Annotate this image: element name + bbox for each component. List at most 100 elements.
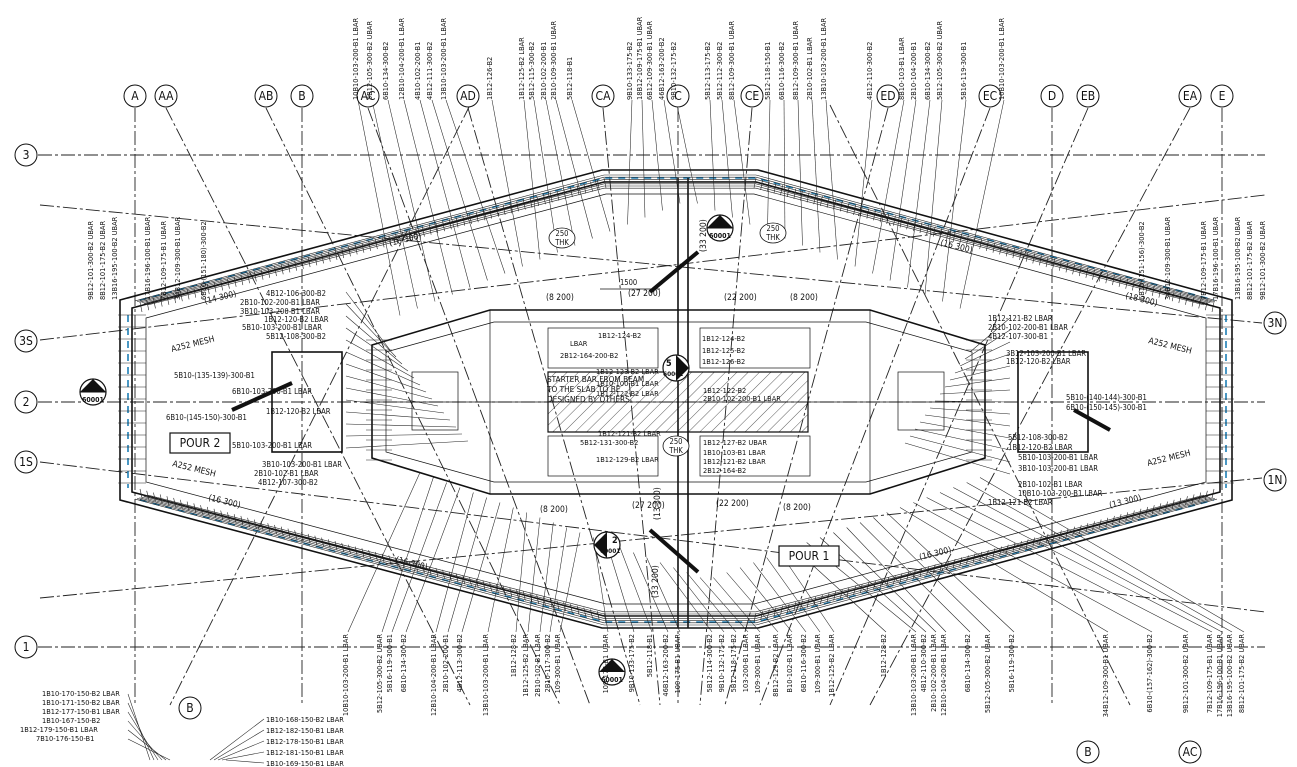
mesh-label-nw: A252 MESH — [170, 334, 215, 354]
left-core-callout: 5B10-(135-139)-300-B1 — [174, 371, 255, 380]
top-callout: 12B10-104-200-B1 LBAR — [397, 17, 406, 100]
grid-bubble-bottom-AC: AC — [1178, 740, 1202, 764]
grid-bubble-CA: CA — [591, 84, 615, 108]
svg-text:3S: 3S — [19, 334, 33, 348]
bottom-callout: 8B12-101-175-B2 UBAR — [1237, 634, 1246, 713]
svg-text:1S: 1S — [19, 455, 33, 469]
center-note-line2: TO THE SLAB TO BE — [546, 384, 621, 394]
grid-bubble-3N: 3N — [1263, 311, 1287, 335]
svg-text:(33 200): (33 200) — [699, 219, 709, 252]
center-note-line1: STARTER BAR FROM BEAM — [547, 374, 644, 384]
mesh-label-se: A252 MESH — [1146, 448, 1191, 468]
right-core-callout: 5B12-108-300-B2 — [1008, 433, 1068, 442]
svg-text:(13 300): (13 300) — [1108, 493, 1142, 511]
right-core-callout: 2B10-102-B1 LBAR — [1018, 480, 1083, 489]
grid-bubble-1N: 1N — [1263, 468, 1287, 492]
top-callout: 8B12-109-300-B1 UBAR — [727, 21, 736, 100]
bottom-callout: 12B10-104-200-B1 LBAR — [429, 634, 438, 717]
svg-text:(16 300): (16 300) — [207, 493, 241, 511]
right-core-callout: 4B12-107-300-B1 — [988, 332, 1048, 341]
center-callout: 1B12-121-B2 LBAR — [598, 429, 661, 438]
top-callout: 13B10-103-200-B1 LBAR — [439, 17, 448, 100]
right-core-callout: 1B12-121-B2 LBAR — [988, 498, 1053, 507]
grid-bubble-EC: EC — [978, 84, 1002, 108]
top-callout: 4B10-102-200-B1 — [413, 42, 422, 100]
left-core-callout: 4B12-106-300-B2 — [266, 289, 326, 298]
top-callout: 2B10-104-200-B1 — [909, 42, 918, 100]
svg-text:B: B — [1084, 745, 1091, 759]
bottom-left-callout: 1B12-177-150-B1 LBAR — [42, 707, 120, 716]
grid-bubble-3: 3 — [14, 143, 38, 167]
center-callout: 1B12-124-B2 — [598, 331, 641, 340]
top-callout: 5B12-115-300-B2 — [527, 42, 536, 100]
grid-bubble-B: B — [290, 84, 314, 108]
svg-text:60001: 60001 — [709, 232, 731, 240]
mesh-label-ne: A252 MESH — [1147, 336, 1192, 356]
svg-text:EA: EA — [1183, 89, 1198, 103]
bottom-left-right-callout: 1B12-178-150-B1 LBAR — [266, 737, 344, 746]
grid-bubble-bottom-B: B — [178, 696, 202, 720]
right-core-callout: 1B12-120-B2 LBAR — [1008, 443, 1073, 452]
core-walls — [271, 178, 1089, 628]
grid-bubble-3S: 3S — [14, 329, 38, 353]
bottom-callout: 34B12-109-300-B1 UBAR — [1101, 634, 1110, 718]
bottom-callout: 2B10-102-200-B1 — [441, 634, 450, 692]
section-markers: 4 60001 3 60001 2 60001 5 60001 1 60001 — [79, 214, 734, 686]
bottom-callout: 5B12-118-175-B2 — [729, 634, 738, 692]
dimension-1500: 1500 — [620, 278, 637, 287]
right-side-callout: 8B12-101-175-B2 UBAR — [1245, 221, 1254, 300]
bottom-left-right-callout: 1B10-169-150-B1 LBAR — [266, 759, 344, 767]
bottom-callout: 13B10-103-200-B1 LBAR — [909, 634, 918, 717]
svg-text:(22 200): (22 200) — [724, 293, 757, 303]
svg-text:1: 1 — [23, 640, 30, 654]
top-callout: 9B10-132-175-B2 — [669, 42, 678, 100]
top-callout: 1B12-126-B2 — [485, 57, 494, 100]
svg-text:1N: 1N — [1268, 473, 1283, 487]
svg-text:C: C — [674, 89, 682, 103]
grid-bubble-1S: 1S — [14, 450, 38, 474]
left-core-callout: 3B10-103-200-B1 LBAR — [240, 307, 320, 316]
bottom-callout: 5B12-114-300-B2 — [705, 634, 714, 692]
left-side-callout: 13B16-195-100-B2 UBAR — [110, 216, 119, 300]
top-callout: 2B10-102-200-B1 — [539, 42, 548, 100]
bottom-callout: 1B12-125-B2 LBAR — [521, 634, 530, 697]
grid-bubble-AD: AD — [456, 84, 480, 108]
thk-label-2: 250 — [767, 224, 780, 233]
bottom-callout: 10B10-103-200-B1 LBAR — [341, 634, 350, 717]
right-core-callout: 2B10-102-200-B1 LBAR — [988, 323, 1068, 332]
bottom-callout: 1B12-128-B2 — [879, 634, 888, 677]
svg-text:1: 1 — [609, 663, 615, 673]
center-callout: 1B12-122-B2 — [703, 386, 746, 395]
bottom-callout: 6B10-(157-162)-300-B2 — [1145, 634, 1154, 713]
bottom-left-callout: 1B12-179-150-B1 LBAR — [20, 725, 98, 734]
svg-text:THK: THK — [554, 238, 569, 247]
svg-text:(14 300): (14 300) — [203, 289, 237, 307]
left-core-callout: 5B12-108-300-B2 — [266, 332, 326, 341]
right-core-callout: 6B10-(150-145)-300-B1 — [1066, 403, 1147, 412]
svg-text:(16 300): (16 300) — [939, 238, 973, 256]
bottom-callout: 5B16-119-300-B1 — [385, 634, 394, 692]
svg-text:(8 200): (8 200) — [540, 505, 568, 515]
center-callout: 1B12-129-B2 LBAR — [596, 455, 659, 464]
bottom-callout: 109-175-B1 UBAR — [601, 634, 610, 694]
right-side-callout: 7B12-109-175-B1 UBAR — [1199, 221, 1208, 300]
bottom-callout: 109-175-B1 UBAR — [673, 634, 682, 694]
svg-text:THK: THK — [765, 233, 780, 242]
bottom-callout: 5B12-118-B1 — [645, 634, 654, 677]
svg-text:A: A — [131, 89, 139, 103]
top-callout: 6B10-134-300-B2 — [381, 42, 390, 100]
top-callout: 6B10-134-300-B2 — [923, 42, 932, 100]
grid-bubble-2: 2 — [14, 390, 38, 414]
bottom-callout: 9B10-133-175-B2 — [627, 634, 636, 692]
svg-text:EC: EC — [983, 89, 997, 103]
svg-text:AD: AD — [460, 89, 476, 103]
bottom-left-callout: 1B10-170-150-B2 LBAR — [42, 689, 120, 698]
bottom-callout: 17B16-196-100-B1 UBAR — [1215, 634, 1224, 718]
top-callout: 9B10-133-175-B2 — [625, 42, 634, 100]
bottom-callout: 1B12-125-B2 LBAR — [827, 634, 836, 697]
center-callout: 1B10-103-B1 LBAR — [703, 448, 766, 457]
